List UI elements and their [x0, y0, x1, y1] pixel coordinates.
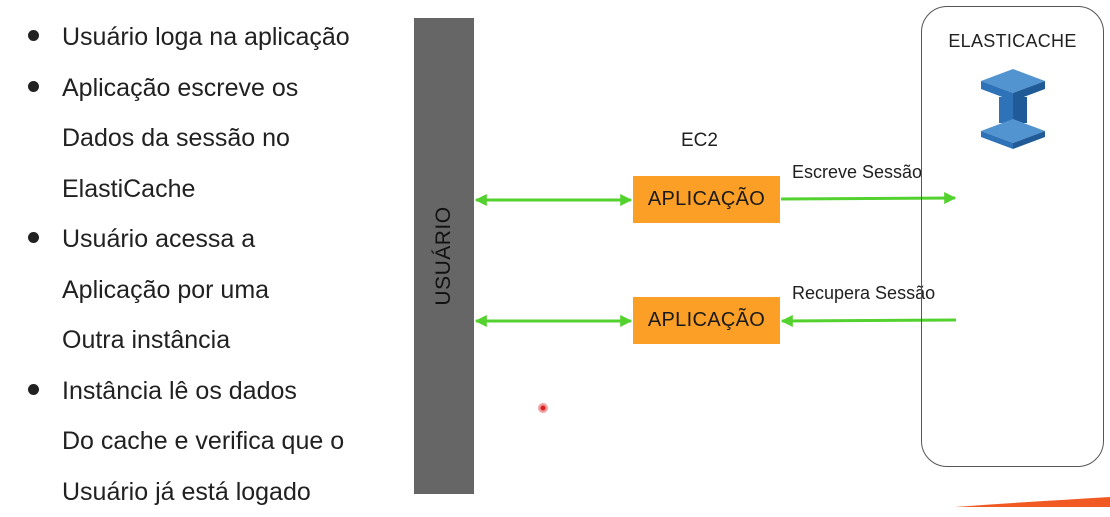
decorative-stroke: [0, 0, 1110, 507]
